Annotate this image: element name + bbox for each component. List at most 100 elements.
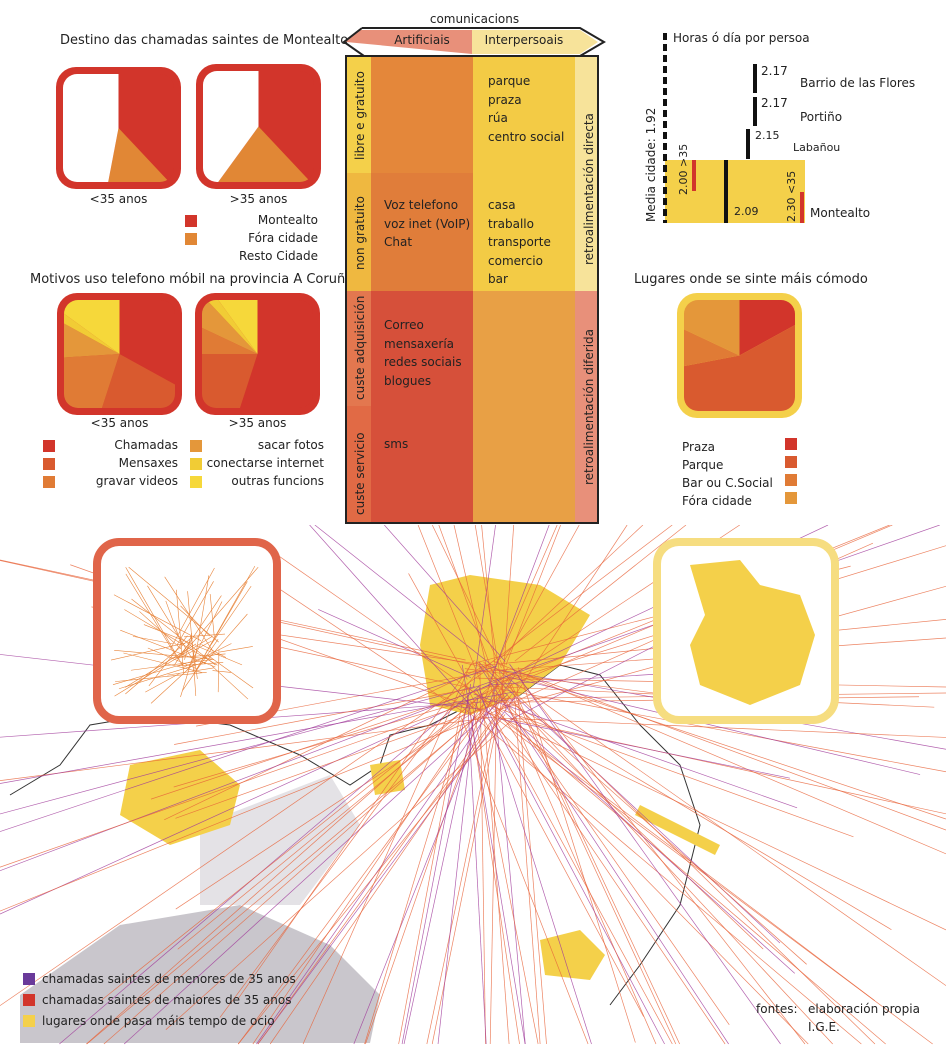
- call-line: [490, 705, 854, 838]
- inset-line: [183, 643, 232, 668]
- call-line: [0, 670, 487, 1006]
- horas-title: Horas ó día por persoa: [673, 31, 810, 45]
- row-label-non-gratuito: non gratuito: [353, 196, 367, 270]
- cell-item: rúa: [488, 111, 508, 125]
- legend-montealto: Montealto: [257, 213, 318, 227]
- cell-item: comercio: [488, 253, 543, 268]
- call-line: [509, 663, 781, 1045]
- call-line: [0, 702, 516, 912]
- inset-line: [110, 642, 185, 661]
- call-line: [219, 674, 476, 1018]
- grey-area: [20, 905, 380, 1043]
- source-elaboracion: elaboración propia: [808, 1002, 920, 1016]
- call-line: [0, 717, 488, 781]
- call-line: [0, 665, 498, 832]
- inset-ocio-map: [690, 560, 815, 705]
- media-label: Media cidade: 1.92: [644, 107, 658, 222]
- pie-slice-chamadas: [119, 300, 175, 398]
- call-line: [500, 717, 875, 1001]
- call-line: [353, 682, 499, 1045]
- call-line: [365, 672, 495, 1045]
- call-line: [86, 717, 477, 1045]
- legend-parque: Parque: [682, 458, 724, 472]
- inset-line: [206, 654, 254, 689]
- inset-line: [209, 594, 215, 637]
- cell-item: praza: [488, 92, 522, 107]
- source-ige: I.G.E.: [808, 1020, 840, 1034]
- value-under35: 2.30 <35: [785, 170, 798, 222]
- inset-line: [145, 673, 180, 693]
- legend-swatch-internet: [190, 458, 202, 470]
- call-line: [464, 684, 644, 1017]
- bar-montealto: [724, 160, 728, 223]
- pie-slice-internet: [202, 300, 258, 354]
- call-line: [498, 718, 791, 779]
- call-line: [431, 525, 502, 669]
- call-line: [471, 703, 539, 1045]
- call-line: [237, 660, 475, 1000]
- call-line: [174, 688, 470, 745]
- call-line: [474, 716, 946, 738]
- legend-swatch-chamadas: [43, 440, 55, 452]
- pie-slice-internet: [64, 301, 120, 354]
- bar-under35: [800, 192, 804, 223]
- destino-title: Destino das chamadas saintes de Montealt…: [60, 33, 349, 48]
- inset-line: [182, 639, 219, 691]
- call-line: [501, 525, 580, 667]
- call-line: [491, 691, 892, 930]
- call-line: [384, 525, 506, 662]
- call-line: [515, 704, 807, 965]
- call-line: [252, 668, 508, 1045]
- legend-resto-cidade: Resto Cidade: [239, 249, 318, 263]
- inset-line: [114, 635, 213, 697]
- motivos-label-over35: >35 anos: [228, 416, 287, 430]
- call-line: [507, 680, 677, 1045]
- call-line: [398, 689, 465, 1045]
- call-line: [103, 684, 513, 1045]
- pie-slice-praza: [739, 300, 795, 356]
- call-line: [479, 690, 673, 1045]
- call-line: [426, 679, 504, 1045]
- value-montealto: 2.09: [734, 205, 759, 218]
- yellow-area: [635, 805, 720, 855]
- call-line: [487, 525, 550, 687]
- call-line: [476, 689, 665, 1045]
- inset-line: [176, 581, 214, 646]
- legend-swatch-montealto: [185, 215, 197, 227]
- inset-line: [210, 664, 249, 700]
- call-line: [499, 660, 680, 1045]
- call-line: [173, 699, 472, 788]
- legend-swatch-fora: [185, 233, 197, 245]
- call-line: [478, 685, 592, 1045]
- inset-line: [150, 663, 194, 704]
- pie-slice-gravar: [64, 354, 120, 408]
- call-line: [514, 525, 687, 662]
- call-line: [0, 703, 466, 868]
- inset-calls: [93, 538, 281, 724]
- pie-slice-fora: [684, 300, 740, 356]
- call-line: [473, 525, 496, 688]
- pie-slice-mensaxes: [202, 354, 258, 408]
- column-artificiais: Artificiais: [394, 33, 450, 47]
- inset-line: [195, 565, 256, 672]
- call-line: [495, 525, 644, 663]
- legend-mensaxes: Mensaxes: [118, 456, 178, 470]
- inset-line: [167, 667, 214, 676]
- legend-conectarse-internet: conectarse internet: [206, 456, 324, 470]
- map-legend-swatch-ocio: [23, 1015, 35, 1027]
- call-line: [177, 685, 499, 950]
- inset-line: [115, 671, 207, 682]
- cell-item: Correo: [384, 318, 424, 332]
- column-interpersoais: Interpersoais: [484, 33, 564, 47]
- inset-line: [190, 635, 198, 680]
- pie-slice-resto-cidade: [203, 71, 259, 182]
- call-line: [460, 705, 862, 1045]
- inset-line: [123, 652, 203, 673]
- cell-item: bar: [488, 272, 508, 286]
- value-barrio-flores: 2.17: [761, 64, 788, 78]
- horas-chart: [663, 33, 805, 223]
- call-line: [499, 711, 726, 1045]
- map-legend-maiores: chamadas saintes de maiores de 35 anos: [42, 993, 292, 1007]
- inset-line: [195, 645, 243, 666]
- inset-line: [180, 605, 210, 637]
